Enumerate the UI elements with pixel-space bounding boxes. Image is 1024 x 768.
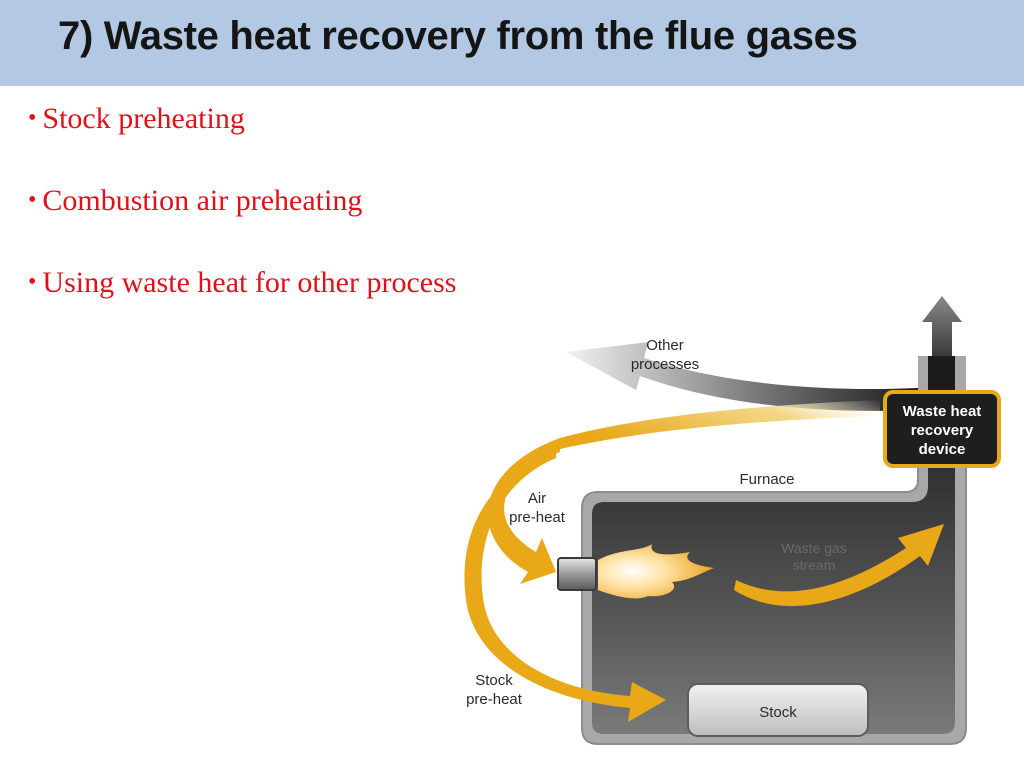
slide-title: 7) Waste heat recovery from the flue gas… (58, 14, 858, 58)
flame-icon (598, 544, 714, 599)
stock-preheat-label: Stock (475, 672, 513, 689)
stock-block (687, 683, 869, 737)
bullet-dot-icon: • (28, 105, 37, 131)
bullet-dot-icon: • (28, 187, 37, 213)
exhaust-arrow-icon (922, 296, 962, 356)
waste-heat-recovery-device: Waste heat recovery device (883, 390, 1001, 468)
other-processes-label: Other (646, 337, 684, 354)
air-preheat-arrow-icon (487, 438, 560, 584)
other-processes-label: processes (631, 356, 699, 373)
bullet-text: Stock preheating (42, 102, 245, 135)
stock-preheat-label: pre-heat (466, 691, 523, 708)
device-label-line: device (919, 441, 966, 458)
heat-return-band (556, 400, 880, 450)
waste-gas-arrow-icon (734, 524, 944, 607)
device-label-line: recovery (911, 422, 974, 439)
waste-heat-diagram: Waste heat recovery device Stock Other p… (464, 296, 1001, 745)
bullet-item: •Using waste heat for other process (28, 266, 456, 300)
waste-gas-label: Waste gas (781, 540, 847, 556)
bullet-item: •Combustion air preheating (28, 184, 362, 218)
burner (557, 557, 597, 591)
bullet-dot-icon: • (28, 269, 37, 295)
stock-preheat-arrow-icon (464, 450, 666, 722)
other-processes-arrow-icon (566, 342, 918, 411)
air-preheat-label: pre-heat (509, 509, 566, 526)
title-bar: 7) Waste heat recovery from the flue gas… (0, 0, 1024, 86)
bullet-text: Combustion air preheating (42, 184, 363, 217)
bullet-item: •Stock preheating (28, 102, 245, 136)
chimney-inner (928, 356, 955, 396)
air-preheat-label: Air (528, 490, 546, 507)
bullet-text: Using waste heat for other process (42, 266, 457, 299)
waste-gas-label: stream (793, 557, 836, 573)
device-label-line: Waste heat (903, 403, 982, 420)
furnace-label: Furnace (739, 471, 794, 488)
stock-label: Stock (759, 704, 797, 721)
